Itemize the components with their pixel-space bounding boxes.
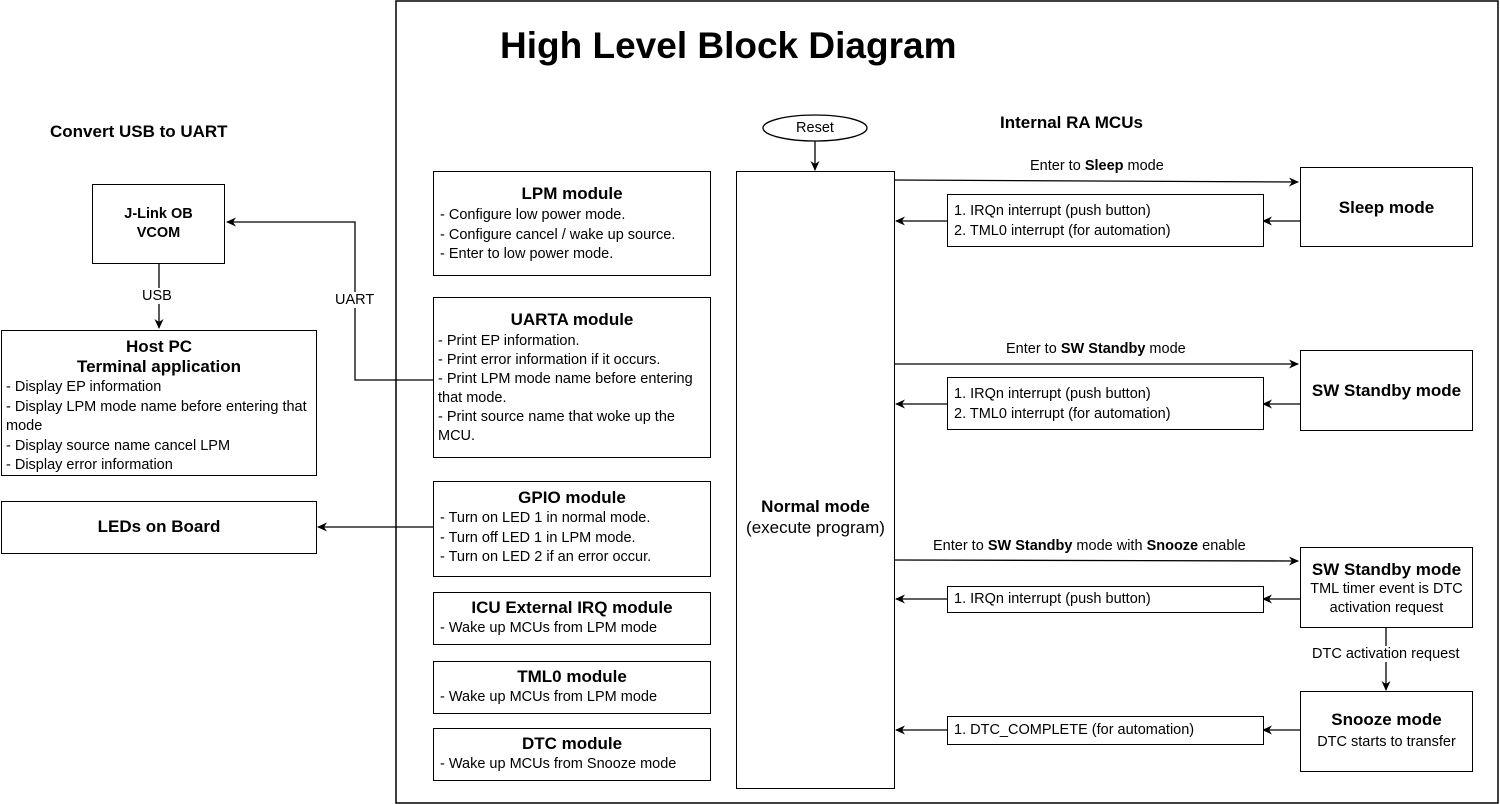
leds-label: LEDs on Board — [97, 517, 221, 536]
snooze-mode-sub: DTC starts to transfer — [1317, 734, 1456, 750]
tml0-module-box: TML0 module - Wake up MCUs from LPM mode — [433, 661, 711, 714]
gpio-module-item: - Turn off LED 1 in LPM mode. — [440, 529, 636, 546]
uarta-module-title: UARTA module — [510, 310, 634, 329]
tml0-module-title: TML0 module — [517, 667, 627, 686]
dtc-module-title: DTC module — [521, 734, 623, 753]
snooze-wake-item: 1. IRQn interrupt (push button) — [954, 591, 1151, 607]
standby-snooze-mode-box: SW Standby mode TML timer event is DTC a… — [1300, 547, 1473, 628]
host-pc-item: - Display source name cancel LPM — [6, 437, 231, 454]
gpio-module-item: - Turn on LED 1 in normal mode. — [440, 510, 651, 526]
icu-module-item: - Wake up MCUs from LPM mode — [440, 620, 658, 636]
lpm-module-title: LPM module — [521, 184, 623, 203]
dtc-module-box: DTC module - Wake up MCUs from Snooze mo… — [433, 728, 711, 781]
standby-snooze-mode-sub: TML timer event is DTC activation reques… — [1310, 581, 1463, 616]
sleep-wake-item: 2. TML0 interrupt (for automation) — [954, 223, 1171, 239]
uart-label: UART — [335, 292, 375, 308]
snooze-mode-box: Snooze mode DTC starts to transfer — [1300, 691, 1473, 772]
icu-module-title: ICU External IRQ module — [471, 598, 673, 617]
uarta-module-item: - Print error information if it occurs. — [438, 352, 661, 368]
enter-standby-label: Enter to SW Standby mode — [1006, 341, 1186, 357]
internal-heading: Internal RA MCUs — [1000, 113, 1143, 132]
uarta-module-item: - Print EP information. — [438, 333, 580, 349]
left-heading: Convert USB to UART — [50, 122, 228, 141]
gpio-module-title: GPIO module — [518, 488, 626, 507]
lpm-module-box: LPM module - Configure low power mode. -… — [433, 171, 711, 276]
gpio-module-box: GPIO module - Turn on LED 1 in normal mo… — [433, 481, 711, 577]
standby-snooze-mode-title: SW Standby mode — [1311, 560, 1462, 579]
enter-sleep-arrow — [893, 177, 1299, 187]
usb-label: USB — [142, 288, 172, 304]
host-pc-box: Host PC Terminal application - Display E… — [1, 330, 317, 476]
lpm-module-item: - Configure cancel / wake up source. — [440, 226, 676, 243]
lpm-module-item: - Enter to low power mode. — [440, 246, 614, 262]
lpm-module-item: - Configure low power mode. — [440, 207, 626, 223]
page-title: High Level Block Diagram — [500, 25, 957, 66]
reset-ellipse — [762, 114, 868, 142]
dtc-complete-box: 1. DTC_COMPLETE (for automation) — [947, 716, 1264, 745]
normal-mode-title: Normal mode — [761, 497, 870, 516]
normal-mode-box: Normal mode (execute program) — [736, 171, 895, 789]
tml0-module-item: - Wake up MCUs from LPM mode — [440, 689, 658, 705]
sleep-wake-item: 1. IRQn interrupt (push button) — [954, 203, 1151, 219]
gpio-module-item: - Turn on LED 2 if an error occur. — [440, 549, 652, 565]
snooze-mode-title: Snooze mode — [1331, 710, 1442, 729]
jlink-line1: J-Link OB — [124, 206, 193, 222]
internal-mcu-frame — [395, 0, 1499, 804]
enter-snooze-label: Enter to SW Standby mode with Snooze ena… — [933, 538, 1246, 554]
host-pc-subtitle: Terminal application — [76, 357, 242, 376]
jlink-line2: VCOM — [136, 225, 181, 241]
standby-mode-title: SW Standby mode — [1311, 381, 1462, 400]
normal-mode-subtitle: (execute program) — [746, 518, 885, 537]
host-pc-item: - Display EP information — [6, 379, 162, 395]
uarta-module-item: - Print source name that woke up the MCU… — [438, 409, 675, 444]
host-pc-item: - Display error information — [6, 457, 173, 473]
sleep-mode-title: Sleep mode — [1338, 198, 1435, 217]
uarta-module-item: - Print LPM mode name before entering th… — [438, 371, 693, 406]
standby-mode-box: SW Standby mode — [1300, 350, 1473, 431]
snooze-wake-box: 1. IRQn interrupt (push button) — [947, 586, 1264, 613]
jlink-box: J-Link OB VCOM — [92, 184, 225, 264]
standby-wake-item: 2. TML0 interrupt (for automation) — [954, 406, 1171, 422]
sleep-mode-box: Sleep mode — [1300, 167, 1473, 247]
icu-module-box: ICU External IRQ module - Wake up MCUs f… — [433, 592, 711, 645]
reset-label: Reset — [796, 120, 834, 136]
enter-snooze-arrow — [893, 556, 1299, 566]
host-pc-title: Host PC — [125, 337, 193, 356]
standby-wake-item: 1. IRQn interrupt (push button) — [954, 386, 1151, 402]
standby-wake-box: 1. IRQn interrupt (push button) 2. TML0 … — [947, 377, 1264, 430]
dtc-complete-item: 1. DTC_COMPLETE (for automation) — [954, 722, 1195, 738]
host-pc-item: - Display LPM mode name before entering … — [6, 398, 307, 435]
enter-sleep-label: Enter to Sleep mode — [1030, 158, 1164, 174]
dtc-module-item: - Wake up MCUs from Snooze mode — [440, 756, 677, 772]
leds-box: LEDs on Board — [1, 501, 317, 554]
uarta-module-box: UARTA module - Print EP information. - P… — [433, 297, 711, 458]
dtc-request-label: DTC activation request — [1312, 646, 1460, 662]
sleep-wake-box: 1. IRQn interrupt (push button) 2. TML0 … — [947, 194, 1264, 247]
